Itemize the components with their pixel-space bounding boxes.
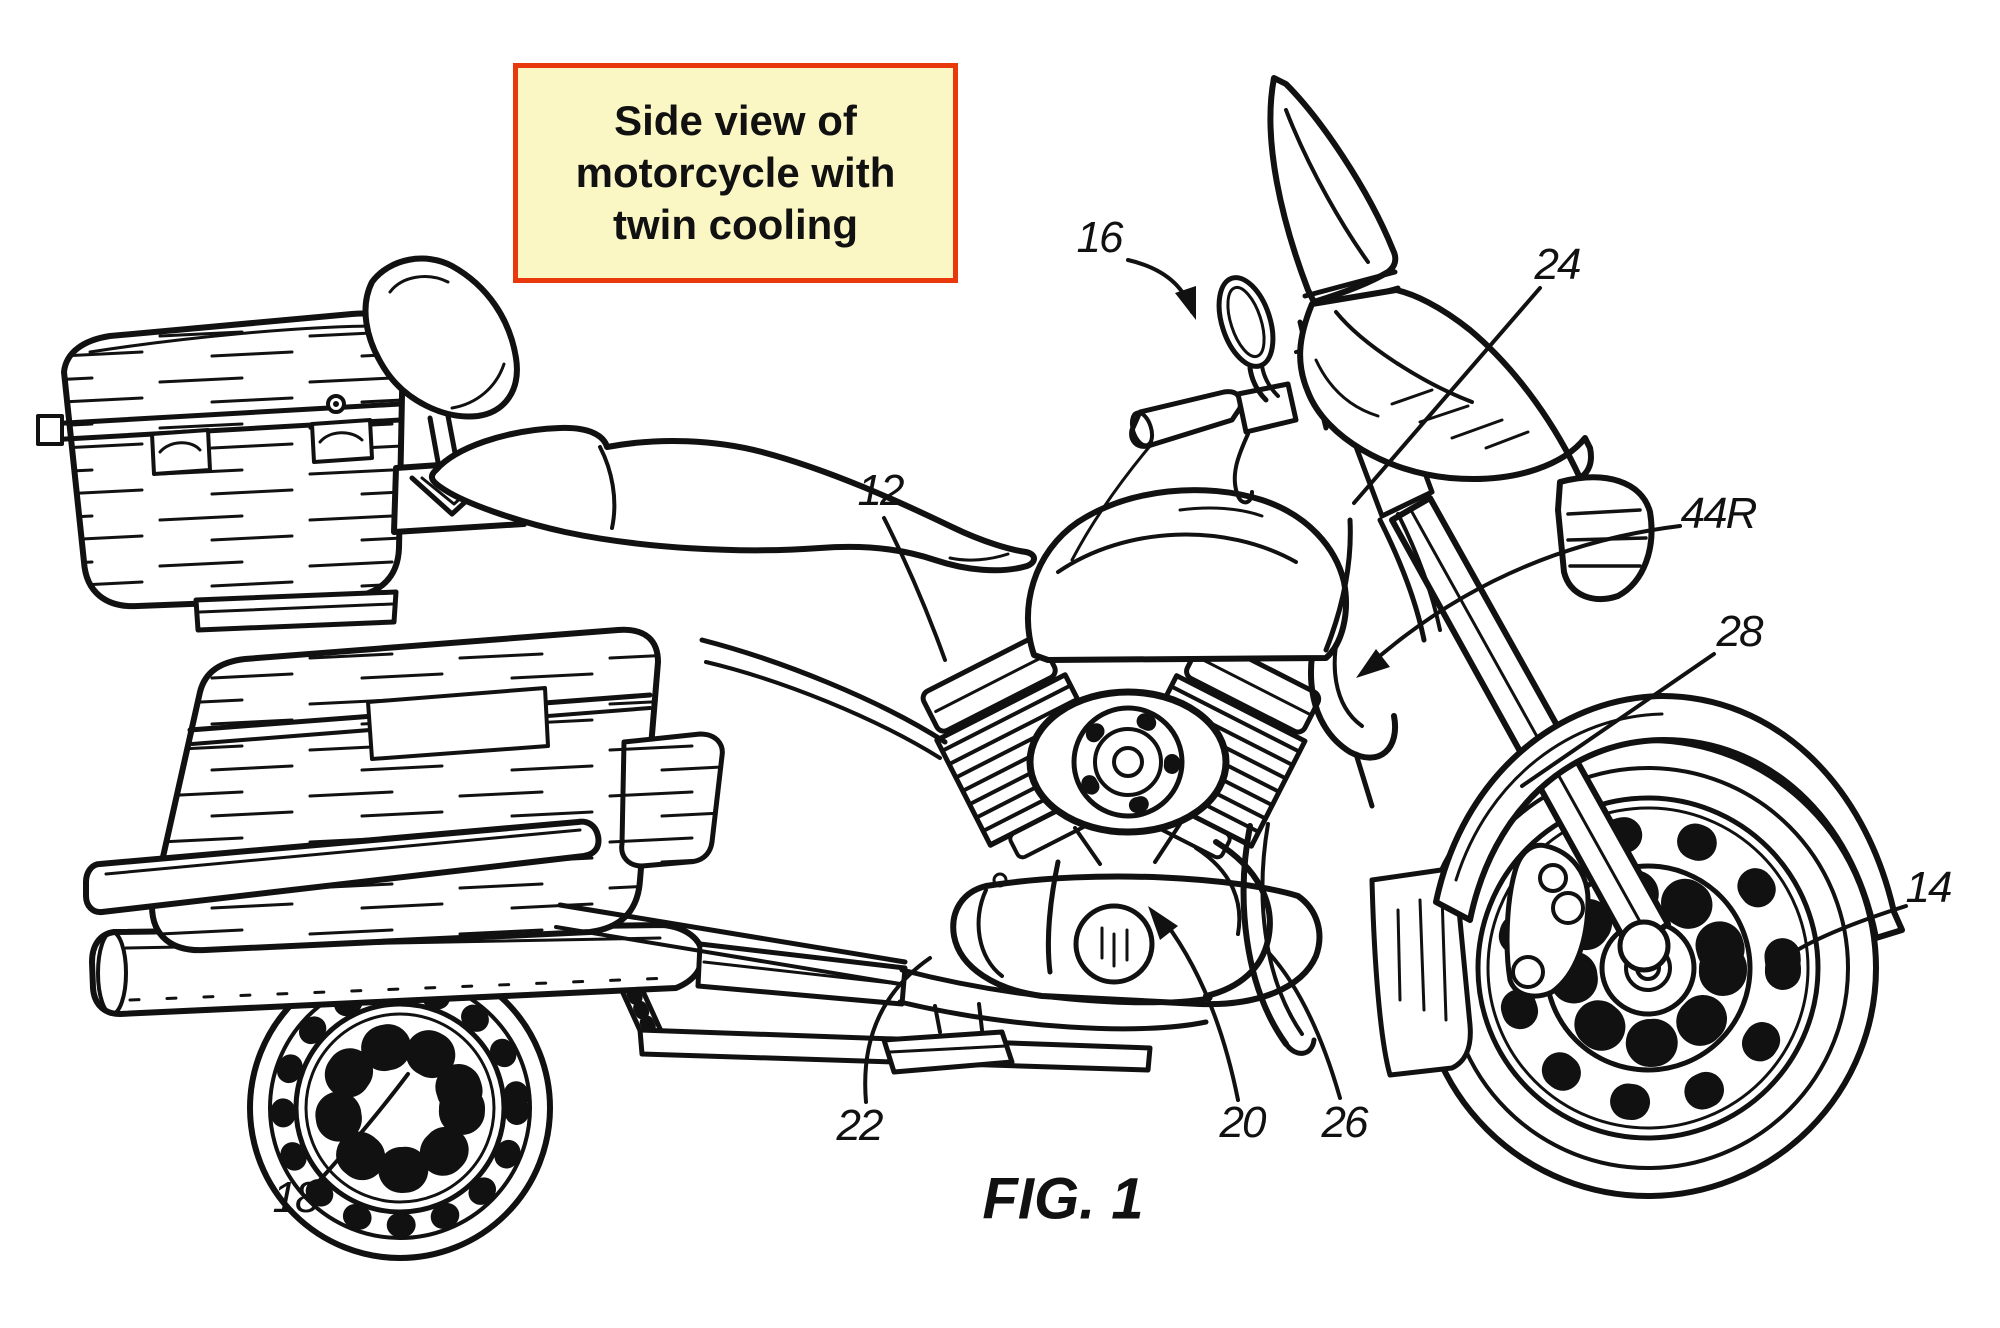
engine <box>900 632 1327 1029</box>
ref-label-18: 18 <box>273 1176 318 1220</box>
windshield <box>1270 78 1398 313</box>
ref-label-12: 12 <box>858 469 903 513</box>
luggage-trunk <box>38 314 403 630</box>
ref-label-16: 16 <box>1077 216 1122 260</box>
annotation-callout: Side view of motorcycle with twin coolin… <box>513 63 958 283</box>
annotation-line: motorcycle with <box>576 147 896 199</box>
ref-label-26: 26 <box>1322 1101 1367 1145</box>
ref-label-20: 20 <box>1220 1101 1265 1145</box>
saddlebag <box>86 630 658 950</box>
annotation-line: Side view of <box>614 95 857 147</box>
leader-16 <box>1128 260 1192 312</box>
annotation-line: twin cooling <box>613 199 858 251</box>
seat <box>432 428 1034 570</box>
ref-label-28: 28 <box>1717 610 1762 654</box>
front-fairing <box>1300 290 1651 599</box>
ref-label-24: 24 <box>1535 243 1580 287</box>
arrowhead-16 <box>1175 286 1196 320</box>
air-cleaner-cover <box>1030 692 1226 832</box>
fuel-tank <box>1028 490 1346 660</box>
ref-label-44R: 44R <box>1681 492 1756 536</box>
ref-label-14: 14 <box>1906 866 1951 910</box>
mirror <box>1209 271 1283 373</box>
figure-caption: FIG. 1 <box>982 1166 1143 1233</box>
ref-label-22: 22 <box>837 1104 882 1148</box>
